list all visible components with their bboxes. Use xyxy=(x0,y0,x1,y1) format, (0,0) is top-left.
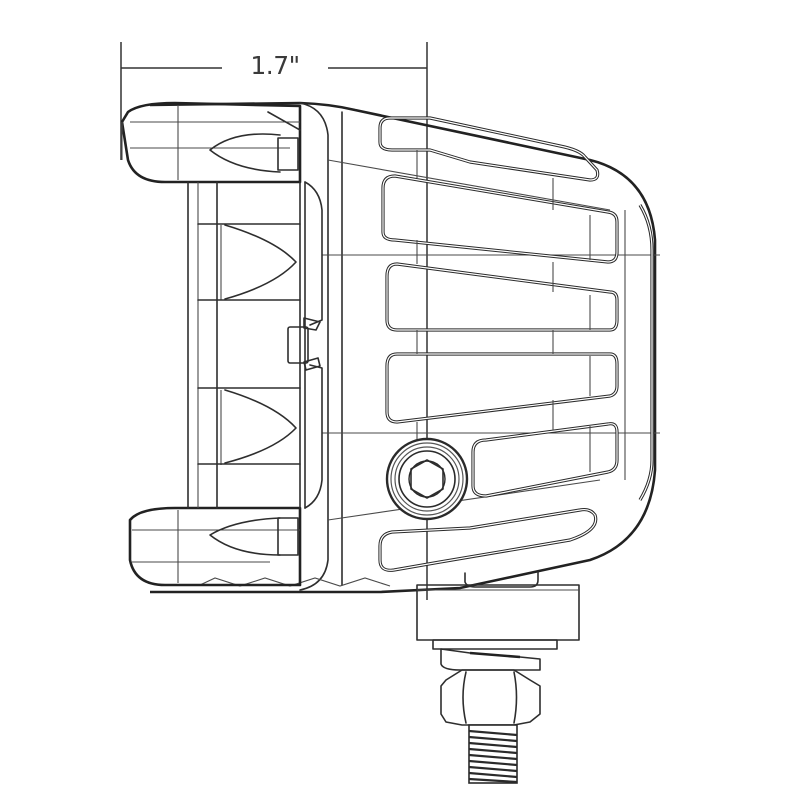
lens-optics xyxy=(187,181,323,509)
front-bezel-bracket-bottom xyxy=(128,506,302,587)
washer xyxy=(440,648,541,671)
mount-bolt-boss xyxy=(385,437,469,521)
housing-body xyxy=(149,101,660,594)
mounting-base xyxy=(416,571,580,650)
dimension-label: 1.7" xyxy=(222,46,328,86)
threaded-stud xyxy=(468,724,518,784)
front-bezel-bracket-top xyxy=(120,101,302,184)
cooling-fins xyxy=(378,116,619,572)
hex-nut xyxy=(440,669,541,726)
